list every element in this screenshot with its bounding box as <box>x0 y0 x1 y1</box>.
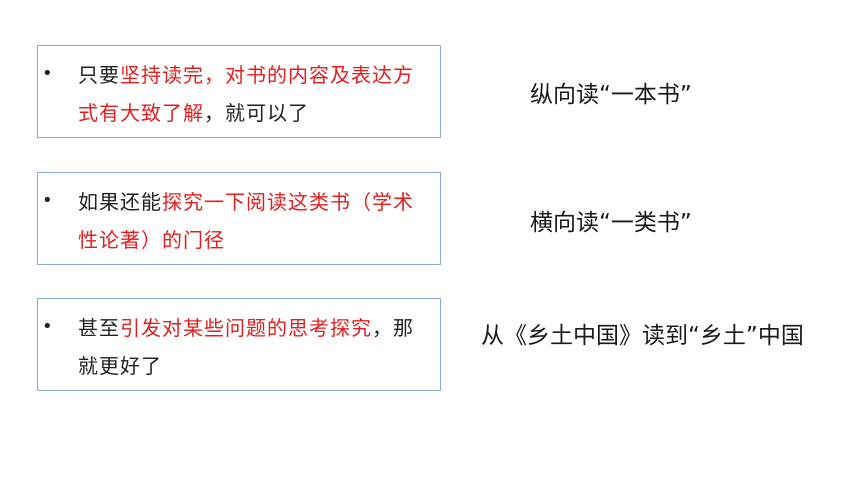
reading-level-box-2: • 如果还能探究一下阅读这类书（学术性论著）的门径 <box>37 172 441 265</box>
reading-mode-label-1: 纵向读“一本书” <box>530 82 692 108</box>
reading-level-box-1: • 只要坚持读完，对书的内容及表达方式有大致了解，就可以了 <box>37 45 441 138</box>
reading-level-text-3: 甚至引发对某些问题的思考探究，那就更好了 <box>78 309 430 385</box>
plain-text: ，那就更好了 <box>78 316 414 378</box>
reading-level-text-2: 如果还能探究一下阅读这类书（学术性论著）的门径 <box>78 183 430 259</box>
plain-text: 甚至 <box>78 316 120 340</box>
plain-text: ，就可以了 <box>204 101 309 125</box>
reading-level-text-1: 只要坚持读完，对书的内容及表达方式有大致了解，就可以了 <box>78 56 430 132</box>
reading-mode-label-2: 横向读“一类书” <box>530 210 692 236</box>
bullet-icon: • <box>42 63 53 84</box>
reading-mode-label-3: 从《乡土中国》读到“乡土”中国 <box>481 323 804 349</box>
plain-text: 只要 <box>78 63 120 87</box>
highlight-text: 引发对某些问题的思考探究 <box>120 316 372 340</box>
bullet-icon: • <box>42 190 53 211</box>
highlight-text: 探究一下阅读这类书（学术性论著）的门径 <box>78 190 414 252</box>
reading-level-box-3: • 甚至引发对某些问题的思考探究，那就更好了 <box>37 298 441 391</box>
bullet-icon: • <box>42 316 53 337</box>
highlight-text: 坚持读完，对书的内容及表达方式有大致了解 <box>78 63 414 125</box>
plain-text: 如果还能 <box>78 190 162 214</box>
